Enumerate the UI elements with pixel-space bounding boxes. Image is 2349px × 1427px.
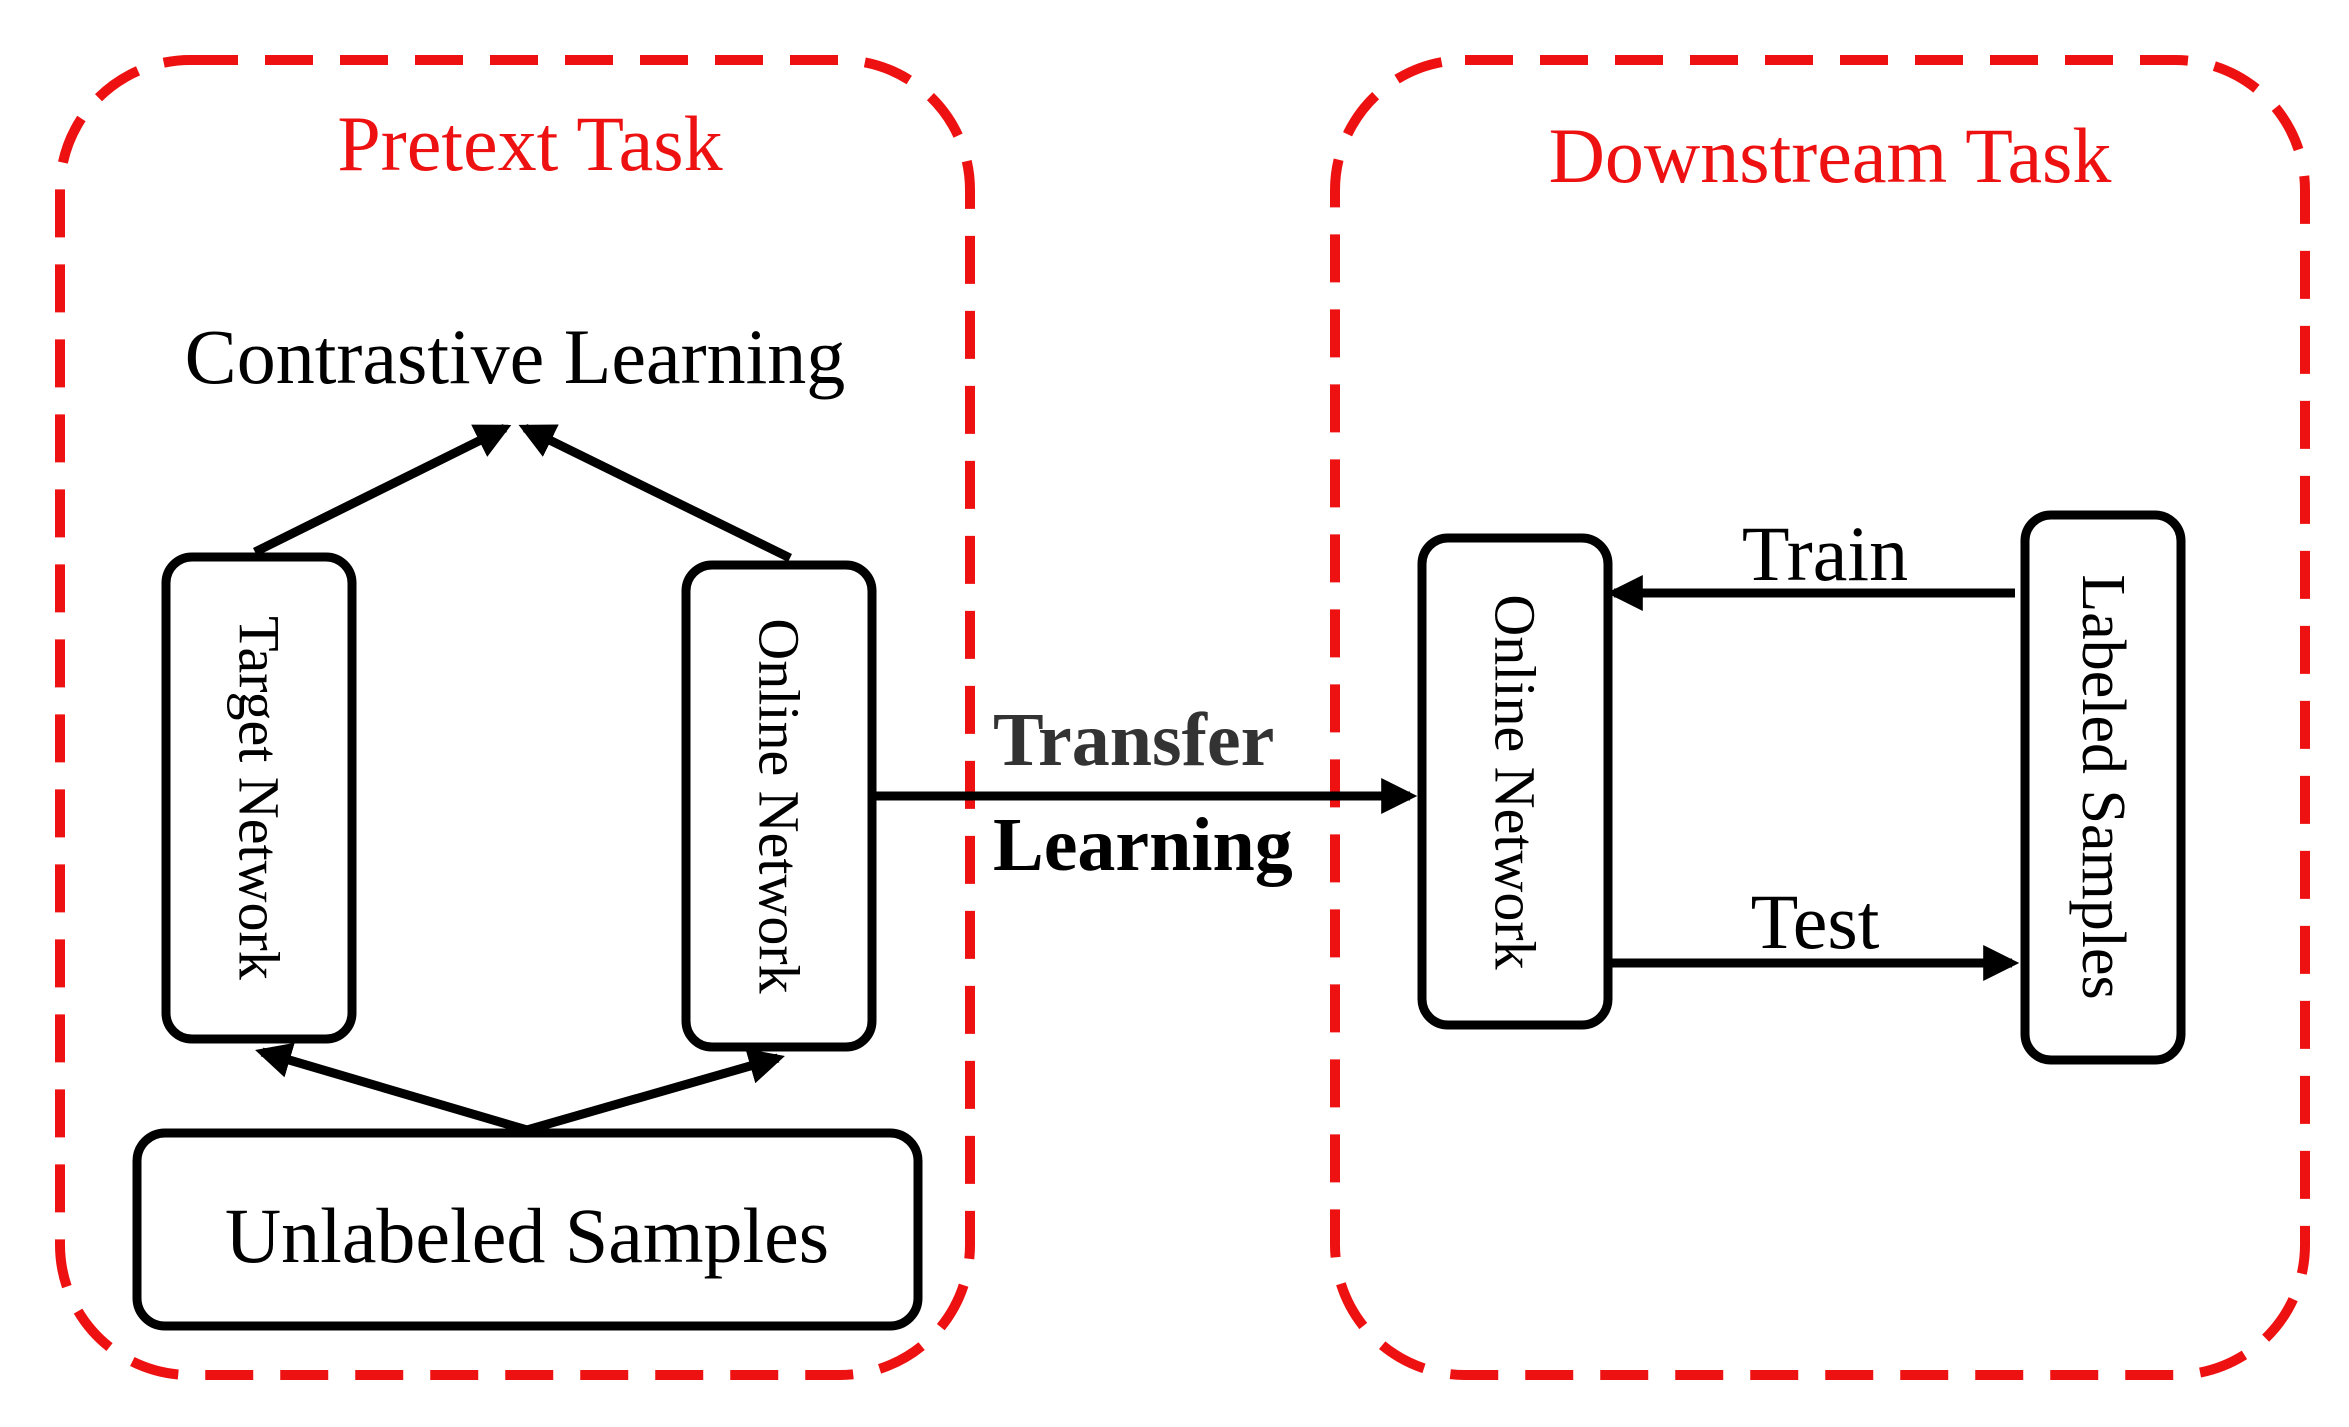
- target-network-node: [161, 552, 357, 1044]
- learning-label: Learning: [993, 803, 1293, 887]
- downstream-task-group: [1330, 55, 2310, 1380]
- online-network-downstream-node: [1417, 533, 1613, 1030]
- online-network-pretext-label: Online Network: [747, 618, 812, 993]
- pretext-task-group: [55, 55, 975, 1380]
- target-network-label: Target Network: [227, 616, 292, 980]
- online-network-pretext-node: [681, 560, 877, 1052]
- target-to-contrastive-arrow: [253, 423, 512, 557]
- unlabeled-samples-node: [132, 1128, 923, 1331]
- test-label: Test: [1751, 878, 1880, 965]
- transfer-label: Transfer: [993, 698, 1274, 782]
- pretext-task-title: Pretext Task: [337, 100, 722, 187]
- online-network-downstream-label: Online Network: [1483, 594, 1548, 969]
- labeled-samples-label: Labeled Samples: [2069, 574, 2137, 999]
- labeled-samples-node: [2020, 510, 2186, 1065]
- train-label: Train: [1742, 510, 1908, 597]
- online-to-contrastive-arrow: [518, 423, 792, 563]
- downstream-task-title: Downstream Task: [1549, 112, 2112, 199]
- contrastive-learning-label: Contrastive Learning: [185, 313, 846, 400]
- unlabeled-samples-label: Unlabeled Samples: [225, 1192, 829, 1279]
- samples-to-online-arrow: [525, 1048, 785, 1135]
- samples-to-target-arrow: [255, 1042, 529, 1135]
